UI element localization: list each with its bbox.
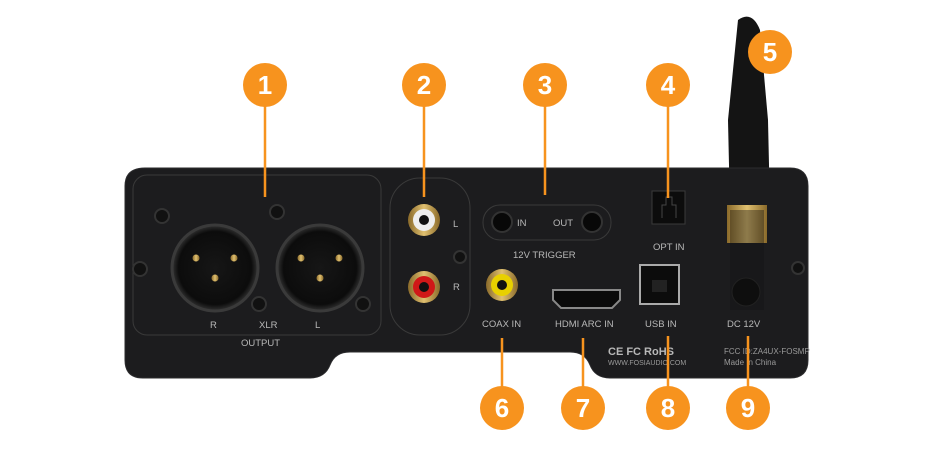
callout-1: 1	[243, 63, 287, 107]
antenna-connector	[727, 205, 767, 243]
trigger-label: 12V TRIGGER	[513, 250, 576, 261]
xlr-label: XLR	[259, 320, 278, 331]
svg-text:8: 8	[661, 393, 675, 423]
callout-9: 9	[726, 386, 770, 430]
trigger-in-label: IN	[517, 218, 527, 229]
dc-12v-label: DC 12V	[727, 319, 761, 330]
callout-7: 7	[561, 386, 605, 430]
rca-left-white[interactable]	[408, 204, 440, 236]
xlr-l-label: L	[315, 320, 320, 331]
callout-3: 3	[523, 63, 567, 107]
rca-r-label: R	[453, 282, 460, 293]
fcc-id-text: FCC ID:ZA4UX-FOSMP	[724, 347, 810, 356]
device-body	[124, 167, 809, 379]
hdmi-arc-in-label: HDMI ARC IN	[555, 319, 614, 330]
trigger-out-label: OUT	[553, 218, 573, 229]
svg-text:5: 5	[763, 37, 777, 67]
rca-group-outline	[389, 177, 471, 336]
trigger-in-jack[interactable]	[491, 211, 513, 233]
hdmi-arc-port[interactable]	[552, 289, 621, 309]
xlr-output-left[interactable]	[275, 223, 365, 313]
website-text: WWW.FOSIAUDIO.COM	[608, 360, 686, 367]
xlr-r-label: R	[210, 320, 217, 331]
svg-text:6: 6	[495, 393, 509, 423]
svg-text:4: 4	[661, 70, 676, 100]
trigger-outline	[482, 204, 612, 241]
svg-text:9: 9	[741, 393, 755, 423]
rca-right-red[interactable]	[408, 271, 440, 303]
svg-text:1: 1	[258, 70, 272, 100]
opt-in-label: OPT IN	[653, 242, 685, 253]
callout-5: 5	[748, 30, 792, 74]
trigger-out-jack[interactable]	[581, 211, 603, 233]
screws	[132, 204, 805, 312]
callout-2: 2	[402, 63, 446, 107]
svg-text:2: 2	[417, 70, 431, 100]
svg-text:3: 3	[538, 70, 552, 100]
coax-input-port[interactable]	[486, 269, 518, 301]
usb-in-label: USB IN	[645, 319, 677, 330]
cert-marks: CE FC RoHS	[608, 346, 674, 358]
coax-in-label: COAX IN	[482, 319, 521, 330]
callout-lines	[263, 105, 750, 388]
made-in-text: Made In China	[724, 358, 777, 367]
callout-8: 8	[646, 386, 690, 430]
xlr-group-outline	[132, 174, 382, 336]
dc-power-jack[interactable]	[731, 277, 761, 307]
svg-text:7: 7	[576, 393, 590, 423]
callout-4: 4	[646, 63, 690, 107]
output-label: OUTPUT	[241, 338, 280, 349]
callout-6: 6	[480, 386, 524, 430]
rca-l-label: L	[453, 219, 458, 230]
xlr-output-right[interactable]	[170, 223, 260, 313]
